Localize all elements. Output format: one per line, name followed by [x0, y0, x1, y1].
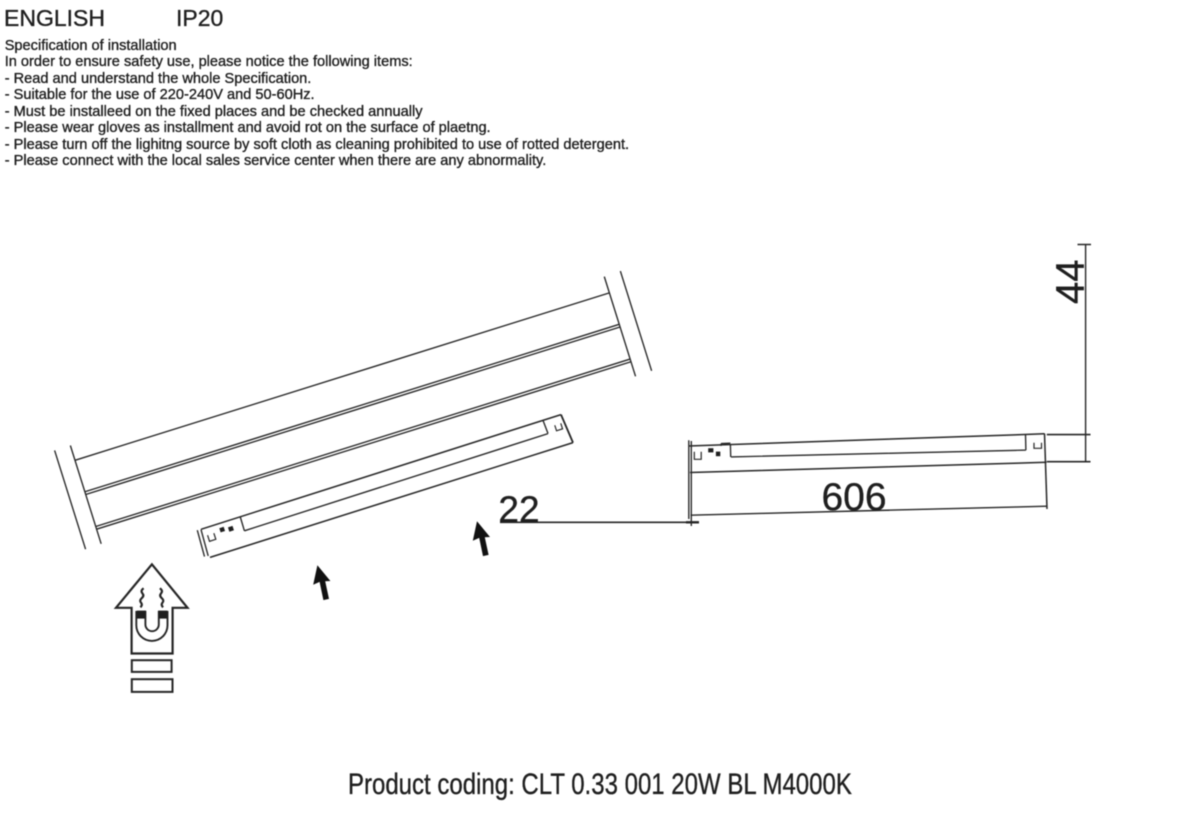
svg-text:44: 44: [1049, 260, 1093, 305]
svg-text:606: 606: [821, 476, 886, 519]
svg-text:22: 22: [498, 489, 539, 530]
